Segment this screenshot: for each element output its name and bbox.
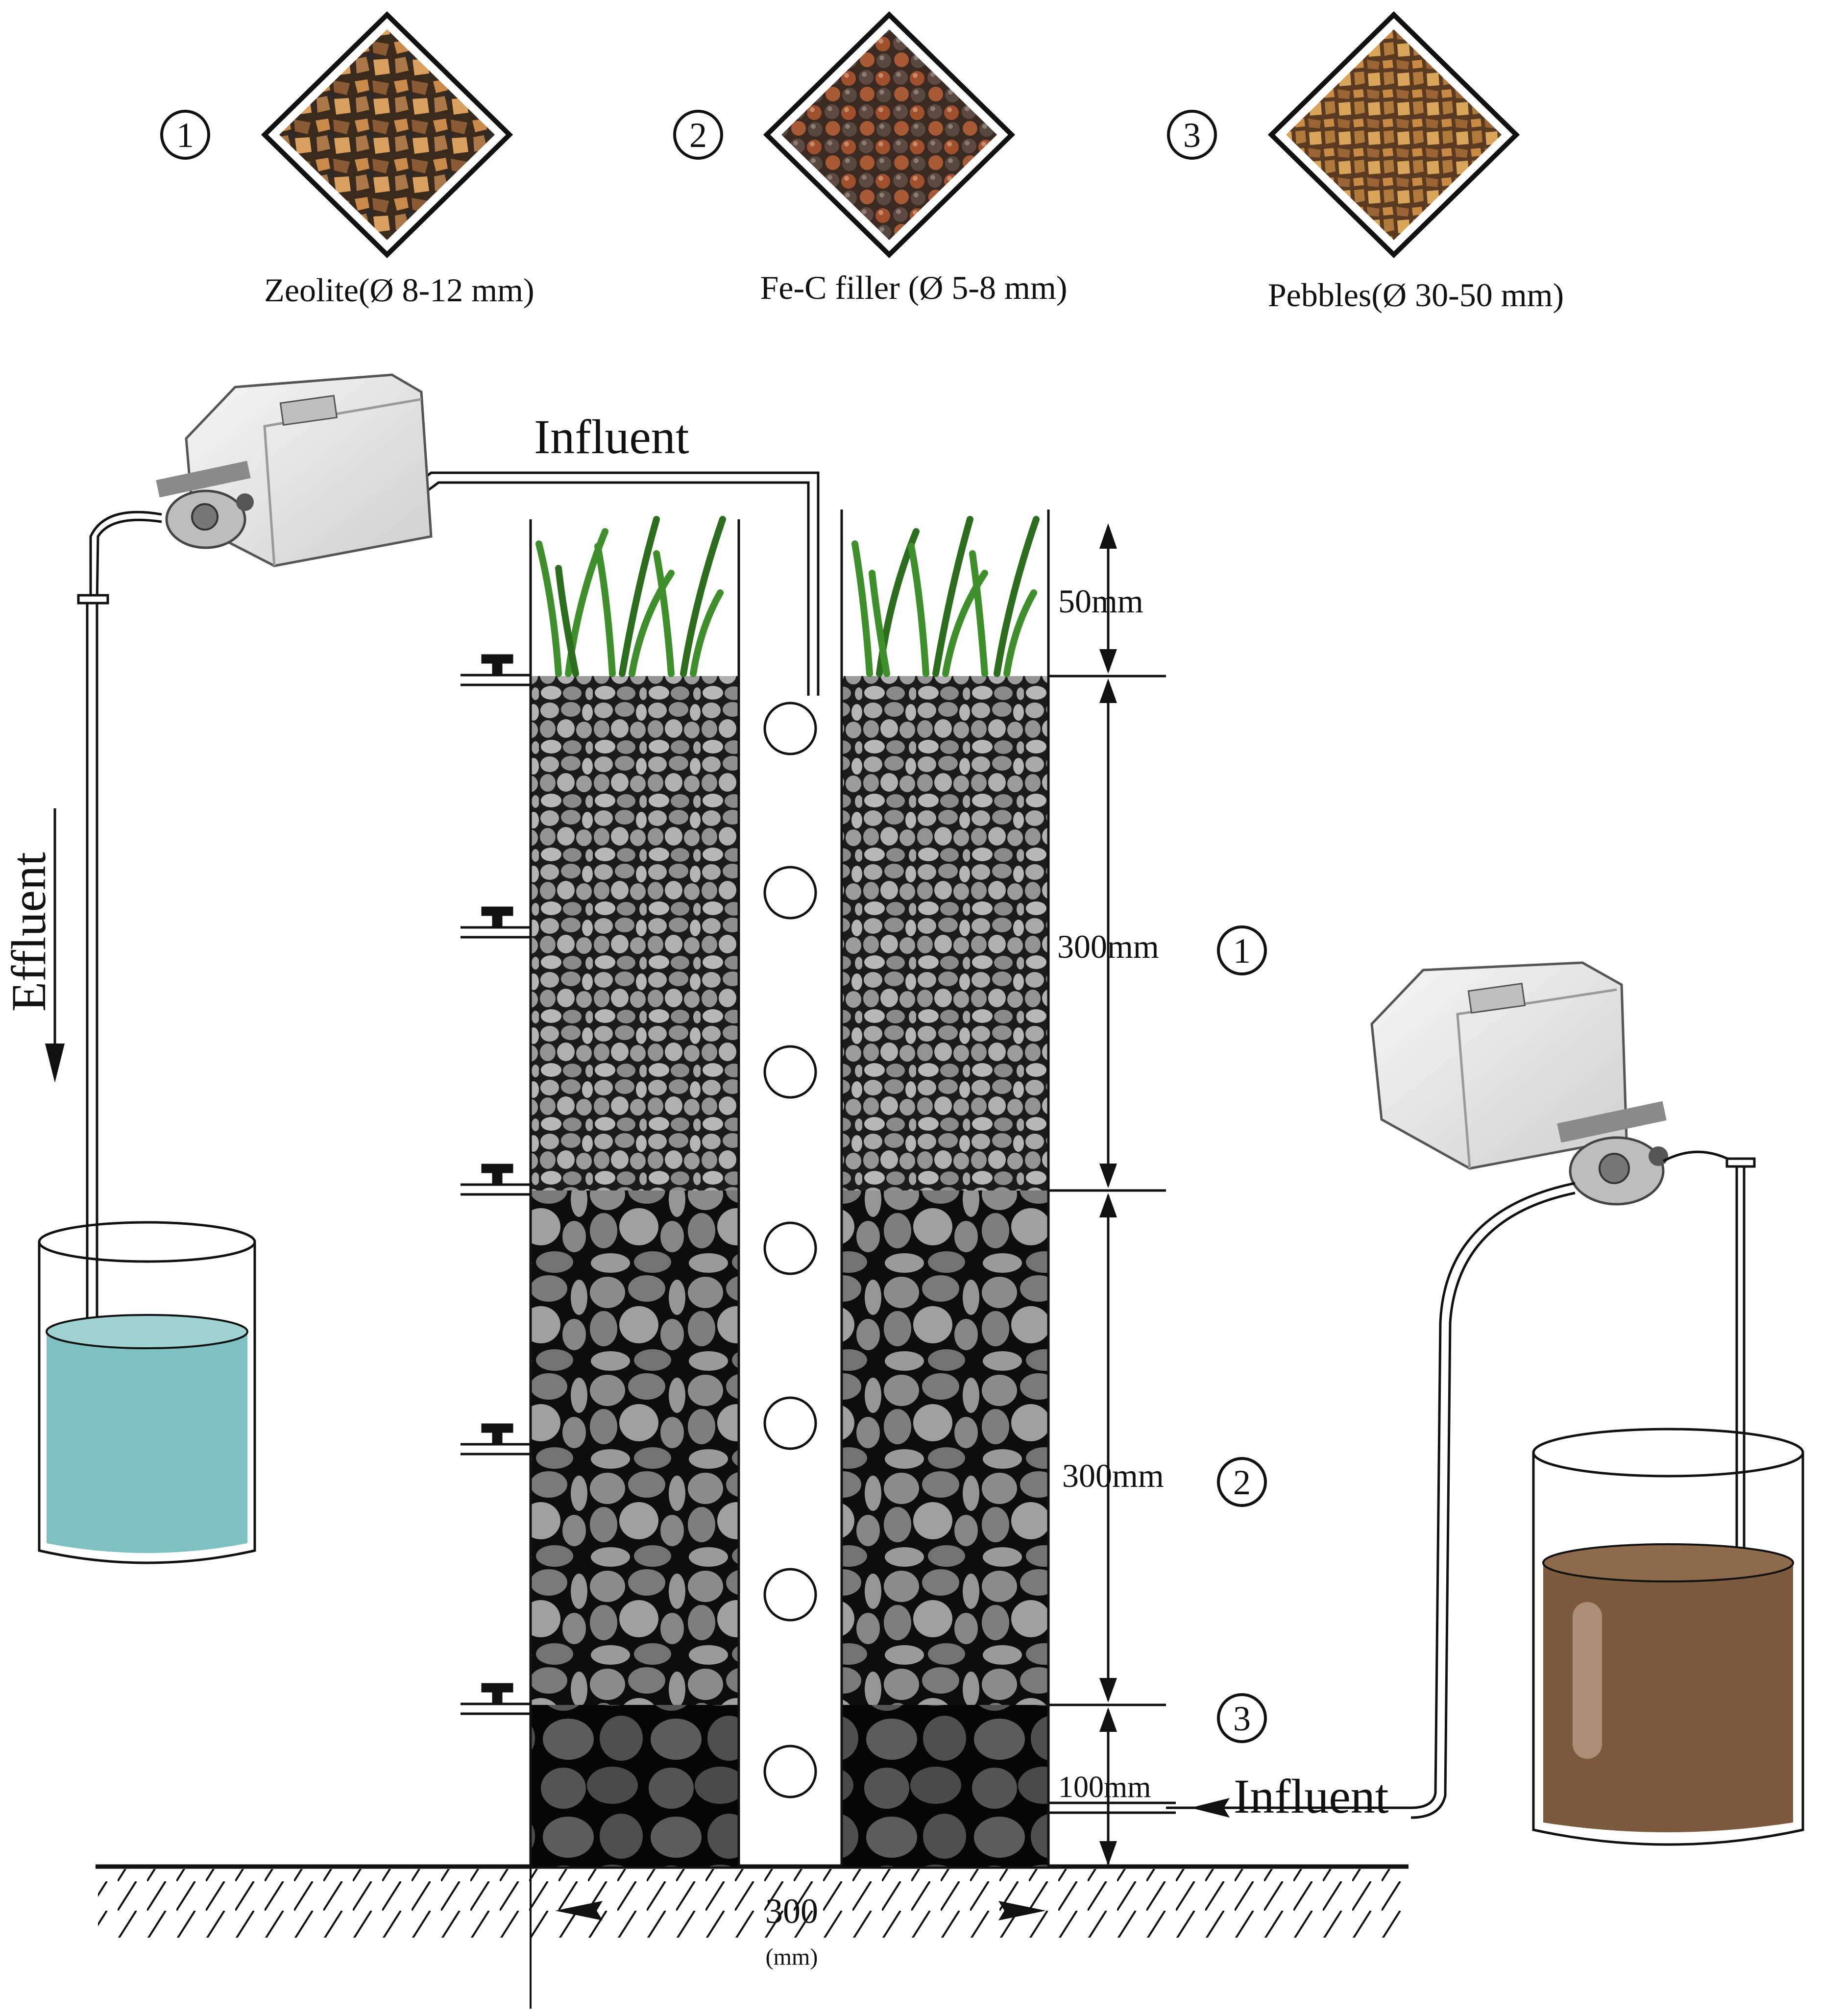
effluent-arrow bbox=[45, 808, 65, 1083]
ground bbox=[96, 1864, 1408, 2009]
layer-marker-number: 3 bbox=[1233, 1699, 1251, 1738]
marker-circle bbox=[673, 110, 723, 160]
valve-2[interactable] bbox=[461, 906, 531, 939]
marker-circle bbox=[1167, 110, 1217, 160]
fec-caption: Fe-C filler (Ø 5-8 mm) bbox=[760, 269, 1068, 306]
left-column bbox=[529, 519, 740, 1867]
dimension-lines bbox=[1048, 523, 1176, 1866]
influent-right-label: Influent bbox=[1234, 1769, 1389, 1823]
influent-water bbox=[1543, 1553, 1793, 1832]
port-6[interactable] bbox=[763, 1568, 817, 1622]
right-influent-pipe bbox=[1166, 1150, 1756, 1819]
marker-number: 3 bbox=[1183, 116, 1201, 155]
sampling-ports bbox=[763, 702, 817, 1798]
layer-marker-2: 2 bbox=[1217, 1457, 1267, 1507]
port-5[interactable] bbox=[763, 1396, 817, 1450]
marker-number: 2 bbox=[689, 116, 707, 155]
plants-right bbox=[851, 516, 1040, 677]
port-4[interactable] bbox=[763, 1221, 817, 1275]
plants-left bbox=[535, 516, 726, 677]
width-dimension: 300 (mm) bbox=[555, 1892, 1046, 1970]
pebble-caption: Pebbles(Ø 30-50 mm) bbox=[1268, 276, 1564, 314]
marker-circle bbox=[160, 110, 210, 160]
zeolite-caption: Zeolite(Ø 8-12 mm) bbox=[264, 271, 534, 309]
port-2[interactable] bbox=[763, 866, 817, 920]
peristaltic-pump-icon bbox=[156, 373, 433, 567]
dim-layer1: 300mm bbox=[1057, 928, 1159, 965]
port-7[interactable] bbox=[763, 1745, 817, 1798]
valve-1[interactable] bbox=[461, 654, 531, 686]
pebble-layer-right bbox=[842, 1705, 1048, 1867]
layer-marker-1: 1 bbox=[1217, 925, 1267, 975]
material-legend-2: 2 Fe-C filler (Ø 5-8 mm) bbox=[673, 11, 1068, 306]
port-1[interactable] bbox=[763, 702, 817, 755]
sampling-valve-icon bbox=[461, 654, 531, 1715]
marker-number: 1 bbox=[176, 116, 194, 155]
fec-layer-right bbox=[842, 1190, 1048, 1705]
peristaltic-pump-icon bbox=[1370, 961, 1668, 1206]
effluent-water bbox=[47, 1322, 247, 1553]
width-value: 300 bbox=[765, 1892, 818, 1931]
plant-icon bbox=[535, 516, 1040, 677]
influent-arrow bbox=[1190, 1798, 1230, 1818]
valve-3[interactable] bbox=[461, 1164, 531, 1196]
valve-4[interactable] bbox=[461, 1423, 531, 1456]
beaker-icon bbox=[38, 1221, 256, 1564]
zeolite-layer-right bbox=[842, 676, 1048, 1190]
zeolite-layer-left bbox=[531, 676, 739, 1190]
layer-marker-number: 2 bbox=[1233, 1463, 1251, 1502]
fec-swatch bbox=[763, 11, 1016, 259]
dim-plant-zone: 50mm bbox=[1058, 583, 1143, 620]
dim-layer3: 100mm bbox=[1058, 1771, 1151, 1804]
effluent-tube bbox=[77, 510, 162, 1550]
material-legend-3: 3 Pebbles(Ø 30-50 mm) bbox=[1167, 11, 1564, 314]
effluent-label: Effluent bbox=[1, 852, 56, 1012]
beaker-icon bbox=[1532, 1428, 1804, 1846]
valve-5[interactable] bbox=[461, 1683, 531, 1715]
fec-layer-left bbox=[531, 1190, 739, 1705]
dim-layer2: 300mm bbox=[1062, 1457, 1164, 1494]
layer-marker-3: 3 bbox=[1217, 1693, 1267, 1743]
influent-top-label: Influent bbox=[534, 410, 689, 464]
pebble-swatch bbox=[1267, 11, 1520, 259]
width-unit: (mm) bbox=[766, 1944, 818, 1970]
pebble-layer-left bbox=[531, 1705, 739, 1867]
right-column bbox=[840, 510, 1050, 1867]
zeolite-swatch bbox=[261, 11, 513, 259]
material-legend-1: 1 Zeolite(Ø 8-12 mm) bbox=[160, 11, 534, 309]
port-3[interactable] bbox=[763, 1045, 817, 1099]
layer-marker-number: 1 bbox=[1233, 931, 1251, 971]
